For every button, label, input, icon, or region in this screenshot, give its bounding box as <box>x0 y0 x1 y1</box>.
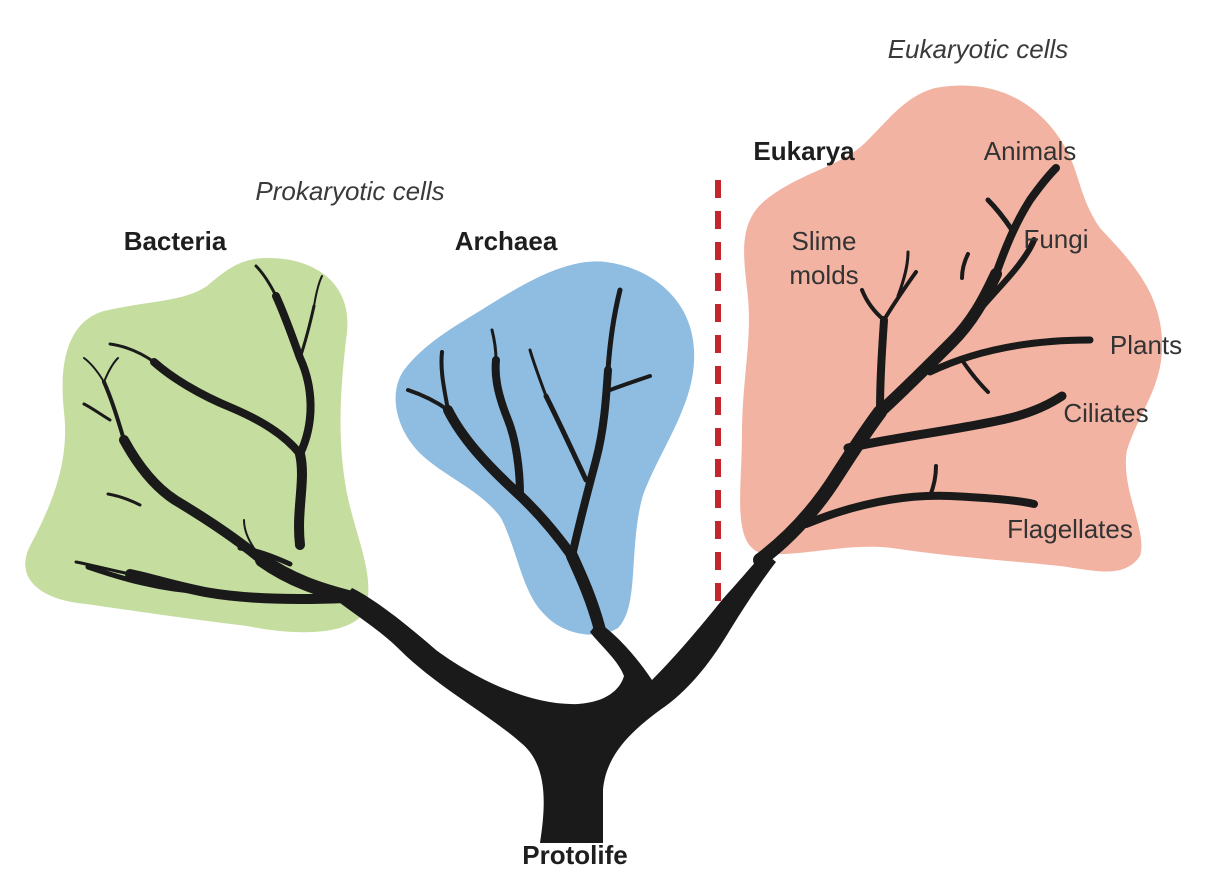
animals-label: Animals <box>984 136 1076 166</box>
fungi-label: Fungi <box>1023 224 1088 254</box>
slime-molds-label-line1: Slime <box>791 226 856 256</box>
bacteria-label: Bacteria <box>124 226 227 256</box>
tree-trunk <box>340 552 776 843</box>
prokaryotic-cells-label: Prokaryotic cells <box>255 176 444 206</box>
eukarya-label: Eukarya <box>753 136 855 166</box>
bacteria-branches <box>74 264 359 605</box>
protolife-label: Protolife <box>522 840 627 870</box>
archaea-region <box>395 261 695 635</box>
slime-molds-label-line2: molds <box>789 260 858 290</box>
plants-label: Plants <box>1110 330 1182 360</box>
archaea-label: Archaea <box>455 226 558 256</box>
ciliates-label: Ciliates <box>1063 398 1148 428</box>
eukaryotic-cells-label: Eukaryotic cells <box>888 34 1069 64</box>
flagellates-label: Flagellates <box>1007 514 1133 544</box>
eukarya-branches <box>753 164 1094 567</box>
archaea-branches <box>406 287 652 636</box>
bacteria-region <box>25 258 369 633</box>
